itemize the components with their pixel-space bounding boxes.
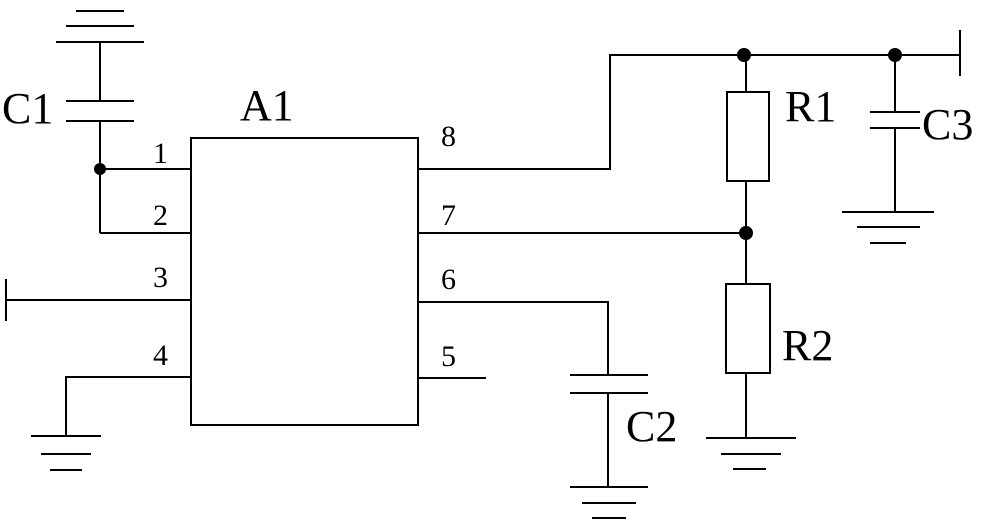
label-r1: R1 bbox=[785, 82, 836, 131]
pin8-wire bbox=[418, 54, 960, 170]
pin-number-5: 5 bbox=[441, 340, 456, 373]
r2-body bbox=[725, 283, 771, 374]
junction-node bbox=[94, 163, 106, 175]
resistor-r2 bbox=[725, 233, 771, 438]
label-a1: A1 bbox=[240, 81, 294, 130]
label-c1: C1 bbox=[2, 84, 53, 133]
ground-symbol bbox=[56, 10, 144, 43]
pin-number-8: 8 bbox=[441, 120, 456, 153]
pin-number-3: 3 bbox=[153, 261, 168, 294]
pin-number-2: 2 bbox=[153, 199, 168, 232]
capacitor-c1 bbox=[66, 43, 134, 122]
ground-symbol bbox=[842, 211, 934, 244]
pin-number-1: 1 bbox=[153, 137, 168, 170]
ground-symbol bbox=[570, 486, 648, 519]
r1-body bbox=[726, 91, 770, 182]
pin4-wire bbox=[65, 376, 191, 436]
ic-a1-body bbox=[190, 137, 419, 426]
pin-number-7: 7 bbox=[441, 199, 456, 232]
pin-number-4: 4 bbox=[153, 339, 168, 372]
capacitor-c2 bbox=[570, 374, 648, 487]
ground-symbol bbox=[31, 435, 101, 471]
ic-a1 bbox=[190, 137, 419, 426]
left-wiring bbox=[5, 121, 191, 436]
pin-number-6: 6 bbox=[441, 263, 456, 296]
pin6-wire bbox=[418, 301, 609, 375]
label-c2: C2 bbox=[626, 402, 677, 451]
junction-node bbox=[737, 48, 751, 62]
ground-symbol bbox=[706, 437, 796, 470]
capacitor-c3 bbox=[870, 55, 920, 212]
label-r2: R2 bbox=[782, 321, 833, 370]
resistor-r1 bbox=[726, 55, 770, 233]
right-wiring bbox=[418, 30, 961, 379]
label-c3: C3 bbox=[922, 100, 973, 149]
